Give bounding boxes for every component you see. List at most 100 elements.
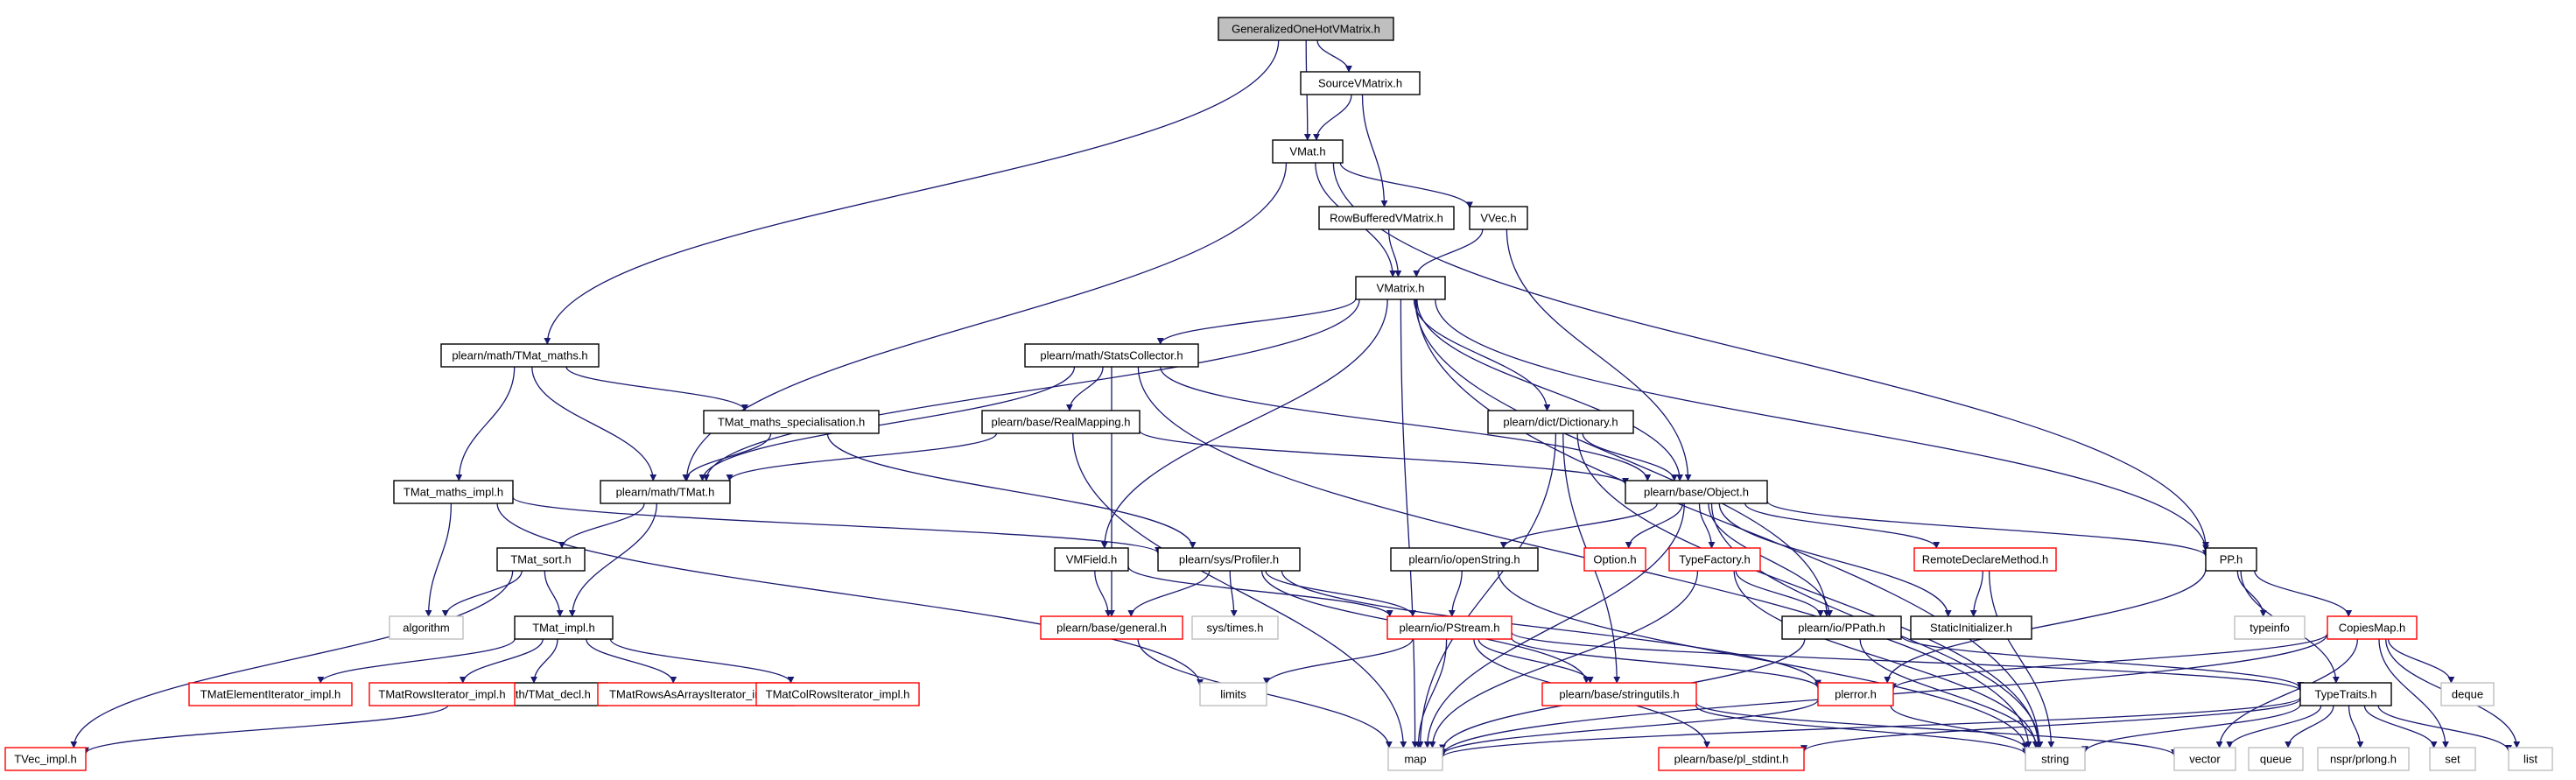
node-pp[interactable]: PP.h [2205, 547, 2257, 572]
node-tmat[interactable]: plearn/math/TMat.h [600, 480, 731, 504]
node-box [1318, 206, 1455, 230]
node-option[interactable]: Option.h [1583, 547, 1646, 572]
node-box [1910, 615, 2032, 640]
node-label: plearn/base/general.h [1056, 622, 1167, 635]
node-vmfield[interactable]: VMField.h [1054, 547, 1129, 572]
node-tmatmathsimpl[interactable]: TMat_maths_impl.h [393, 480, 514, 504]
node-ppath[interactable]: plearn/io/PPath.h [1781, 615, 1902, 640]
node-sourcevm[interactable]: SourceVMatrix.h [1300, 71, 1421, 95]
node-object[interactable]: plearn/base/Object.h [1625, 480, 1768, 504]
node-remotedecl[interactable]: RemoteDeclareMethod.h [1913, 547, 2057, 572]
node-map: map [1387, 747, 1443, 771]
node-box [703, 410, 880, 434]
node-tmatrowsit[interactable]: TMatRowsIterator_impl.h [369, 682, 516, 706]
node-copiesmap[interactable]: CopiesMap.h [2327, 615, 2418, 640]
edge-copiesmap-to-plerror [1890, 633, 2328, 691]
node-label: plearn/sys/Profiler.h [1179, 553, 1279, 566]
edge-vmatrix-to-vmfield [1100, 299, 1388, 549]
edge-sourcevm-to-rowbuf [1361, 94, 1388, 207]
edge-pstream-to-stringutils [1478, 638, 1594, 684]
node-box [2173, 747, 2236, 771]
node-box [2234, 615, 2306, 640]
node-tmatcolrows[interactable]: TMatColRowsIterator_impl.h [755, 682, 920, 706]
edge-profiler-to-systimes [1229, 570, 1238, 617]
node-profiler[interactable]: plearn/sys/Profiler.h [1157, 547, 1301, 572]
edge-stringutils-to-vector [1695, 702, 2178, 756]
node-root[interactable]: GeneralizedOneHotVMatrix.h [1218, 17, 1394, 41]
edge-vvec-to-vmatrix [1413, 228, 1484, 278]
edge-object-to-map [1423, 502, 1685, 748]
node-statscol[interactable]: plearn/math/StatsCollector.h [1024, 343, 1199, 368]
edge-object-to-staticinit [1718, 502, 1952, 617]
node-box [1469, 206, 1528, 230]
node-staticinit[interactable]: StaticInitializer.h [1910, 615, 2032, 640]
edge-statscol-to-realmap [1065, 366, 1104, 411]
node-typefactory[interactable]: TypeFactory.h [1668, 547, 1761, 572]
node-label: plearn/base/stringutils.h [1559, 688, 1679, 701]
node-label: StaticInitializer.h [1930, 622, 2012, 635]
node-vvec[interactable]: VVec.h [1469, 206, 1528, 230]
node-box [1386, 615, 1513, 640]
node-vmat[interactable]: VMat.h [1272, 139, 1344, 164]
edge-plerror-to-map [1439, 699, 1819, 756]
edge-pstream-to-limits [1263, 638, 1414, 685]
node-box [1040, 615, 1183, 640]
node-box [2205, 547, 2257, 572]
node-rowbuf[interactable]: RowBufferedVMatrix.h [1318, 206, 1455, 230]
node-tmatelemit[interactable]: TMatElementIterator_impl.h [188, 682, 353, 706]
edge-typetraits-to-queue [2285, 705, 2334, 748]
node-label: set [2445, 753, 2460, 766]
node-box [496, 547, 586, 572]
node-general[interactable]: plearn/base/general.h [1040, 615, 1183, 640]
node-openstring[interactable]: plearn/io/openString.h [1390, 547, 1539, 572]
node-tmatimpl[interactable]: TMat_impl.h [514, 615, 614, 640]
node-box [1054, 547, 1129, 572]
node-label: string [2041, 753, 2069, 766]
node-label: CopiesMap.h [2339, 622, 2406, 635]
node-box [369, 682, 516, 706]
edge-pp-to-plerror [1884, 568, 2207, 684]
node-tmatsort[interactable]: TMat_sort.h [496, 547, 586, 572]
node-stringutils[interactable]: plearn/base/stringutils.h [1541, 682, 1697, 706]
edge-pstream-to-typetraits [1511, 631, 2304, 692]
node-box [188, 682, 353, 706]
node-box [4, 747, 87, 771]
node-box [600, 480, 731, 504]
node-label: plearn/base/pl_stdint.h [1674, 753, 1789, 766]
edge-vmatrix-to-string [1415, 299, 2043, 748]
edge-tmatspec-to-tmat [682, 432, 772, 481]
node-plstdint[interactable]: plearn/base/pl_stdint.h [1658, 747, 1805, 771]
node-label: GeneralizedOneHotVMatrix.h [1232, 23, 1380, 36]
node-vmatrix[interactable]: VMatrix.h [1355, 276, 1446, 300]
node-tmatspec[interactable]: TMat_maths_specialisation.h [703, 410, 880, 434]
node-pstream[interactable]: plearn/io/PStream.h [1386, 615, 1513, 640]
node-box [1387, 747, 1443, 771]
node-box [1199, 682, 1267, 706]
node-label: queue [2260, 753, 2292, 766]
node-label: map [1404, 753, 1426, 766]
node-box [2248, 747, 2304, 771]
node-tvecimpl[interactable]: TVec_impl.h [4, 747, 87, 771]
edge-pp-to-typeinfo [2236, 570, 2267, 617]
node-label: vector [2189, 753, 2221, 766]
node-typetraits[interactable]: TypeTraits.h [2299, 682, 2392, 706]
edge-pstream-to-plerror [1511, 637, 1821, 689]
edge-object-to-openstring [1499, 502, 1658, 549]
node-label: deque [2452, 688, 2483, 701]
node-tmatmaths[interactable]: plearn/math/TMat_maths.h [440, 343, 600, 368]
edge-dict-to-map [1416, 432, 1557, 748]
node-label: typeinfo [2250, 622, 2290, 635]
node-label: TMat_sort.h [510, 553, 571, 566]
edge-tmatimpl-to-tmatcolrows [609, 638, 795, 684]
node-realmap[interactable]: plearn/base/RealMapping.h [981, 410, 1141, 434]
node-box [1218, 17, 1394, 41]
edge-tmatmaths-to-tmatspec [565, 366, 748, 411]
node-label: plearn/io/PStream.h [1400, 622, 1500, 635]
node-box [2508, 747, 2553, 771]
edge-typetraits-to-set [2363, 705, 2438, 748]
node-plerror[interactable]: plerror.h [1817, 682, 1894, 706]
node-dict[interactable]: plearn/dict/Dictionary.h [1487, 410, 1634, 434]
edge-object-to-option [1625, 502, 1683, 549]
nodes-layer: GeneralizedOneHotVMatrix.hSourceVMatrix.… [4, 17, 2553, 771]
